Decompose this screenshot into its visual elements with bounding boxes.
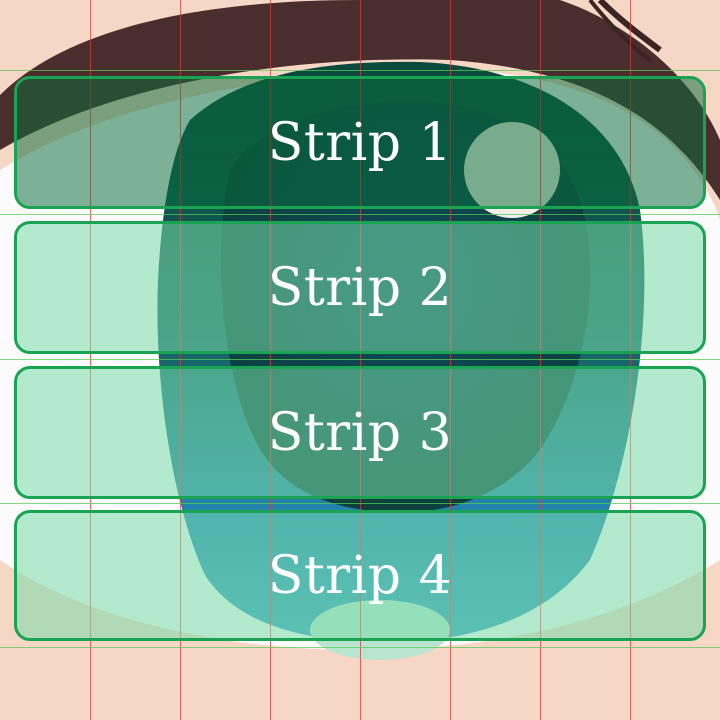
hair-strand — [588, 0, 652, 62]
strip-2-label: Strip 2 — [267, 257, 453, 318]
strip-1-label: Strip 1 — [267, 112, 453, 173]
upper-eyelid — [0, 0, 720, 120]
strip-4[interactable]: Strip 4 — [14, 510, 706, 641]
strip-2[interactable]: Strip 2 — [14, 221, 706, 354]
strip-3[interactable]: Strip 3 — [14, 366, 706, 499]
strip-4-label: Strip 4 — [267, 545, 453, 606]
strip-3-label: Strip 3 — [267, 402, 453, 463]
strip-1[interactable]: Strip 1 — [14, 76, 706, 209]
